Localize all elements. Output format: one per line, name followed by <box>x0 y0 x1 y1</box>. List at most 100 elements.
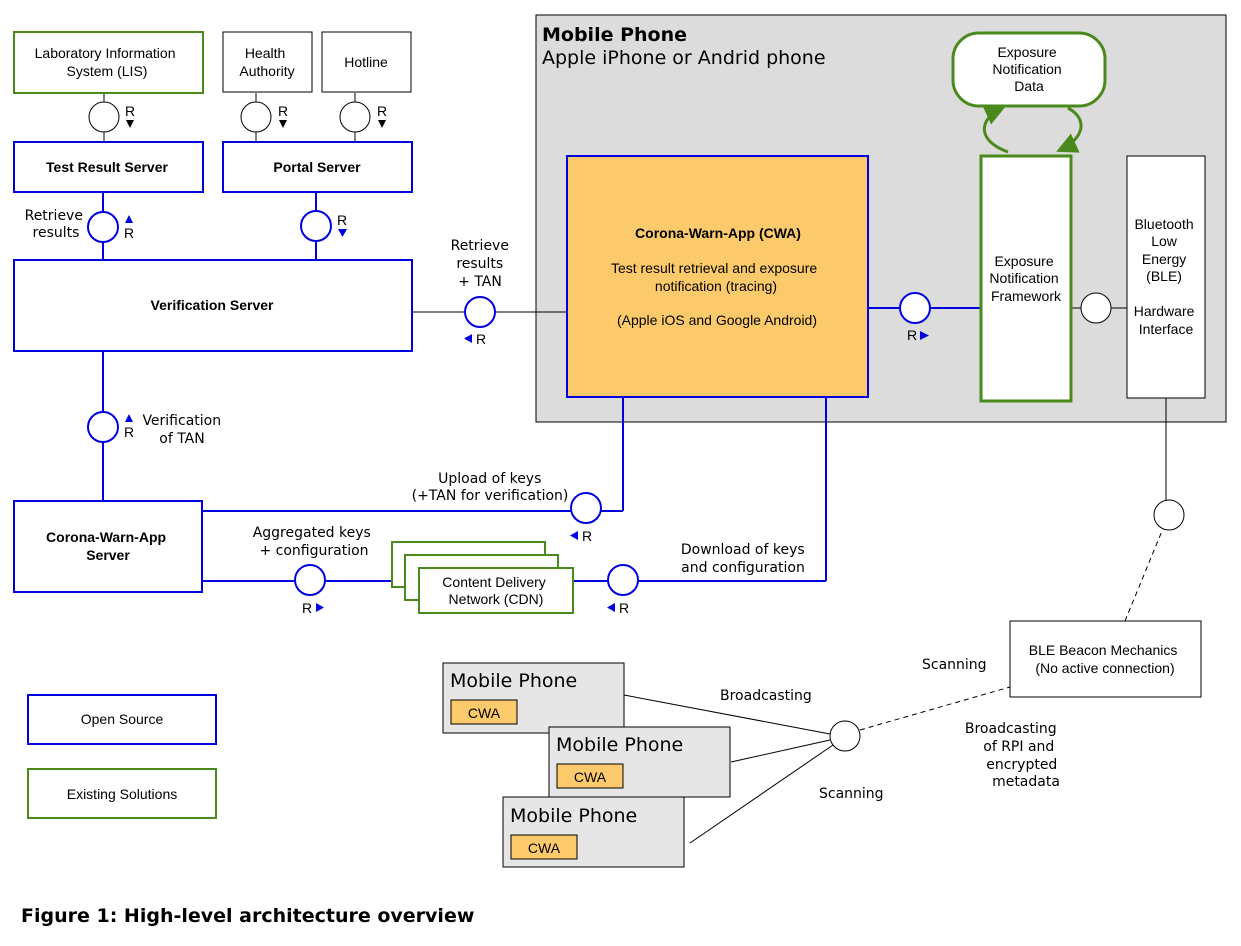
verification-tan-line2: of TAN <box>159 431 204 447</box>
interface-broadcast-hub <box>829 720 861 752</box>
portal-server-label: Portal Server <box>273 159 361 175</box>
svg-text:Retrieve results +: Retrieve results + TAN <box>451 238 514 290</box>
test-result-server-label: Test Result Server <box>46 159 168 175</box>
svg-text:Laboratory Information Sys: Laboratory Information System (LIS) <box>35 45 180 79</box>
download-line1: Download of keys <box>681 542 805 558</box>
interface-ble <box>1080 292 1112 324</box>
r-arrow-verification <box>125 414 133 422</box>
exposure-notification-framework-box <box>979 154 1073 403</box>
arrow-enf-to-data <box>982 105 1009 154</box>
lis-label-line2: System (LIS) <box>67 63 148 79</box>
aggregated-line2: + configuration <box>259 543 368 559</box>
interface-download <box>607 564 639 596</box>
broadcasting-rpi-line1: Broadcasting <box>965 721 1057 737</box>
svg-text:BLE Beacon Mechanics (No a: BLE Beacon Mechanics (No active connecti… <box>1029 642 1182 676</box>
en-data-line2: Notification <box>992 61 1061 77</box>
r-arrow-retrieve-tan <box>464 334 472 343</box>
upload-keys-line2: (+TAN for verification) <box>412 488 569 504</box>
mini-phone-1-title: Mobile Phone <box>450 670 577 692</box>
cwa-app-title: Corona-Warn-App (CWA) <box>635 225 801 241</box>
enf-line3: Framework <box>991 288 1062 304</box>
ble-line2: Low <box>1151 233 1178 249</box>
ble-beacon-line1: BLE Beacon Mechanics <box>1029 642 1178 658</box>
r-label-enf: R <box>907 327 917 343</box>
download-line2: and configuration <box>681 560 805 576</box>
r-arrow-download <box>607 603 615 612</box>
cdn-line1: Content Delivery <box>442 574 546 590</box>
cwa-server-line2: Server <box>86 547 130 563</box>
en-data-line1: Exposure <box>997 44 1056 60</box>
r-label-verification: R <box>124 424 134 440</box>
r-arrow-portal <box>338 229 347 237</box>
cdn-line2: Network (CDN) <box>449 591 544 607</box>
cwa-app-platforms: (Apple iOS and Google Android) <box>617 312 817 328</box>
interface-enf <box>899 292 931 324</box>
verification-tan-line1: Verification <box>142 413 221 429</box>
arrow-data-to-enf <box>1056 106 1083 153</box>
mini-phone-1: Mobile Phone CWA <box>442 662 625 734</box>
verification-server-box <box>13 259 413 352</box>
svg-text:Download of keys and con: Download of keys and configuration <box>681 542 809 576</box>
ble-beacon-line2: (No active connection) <box>1035 660 1174 676</box>
retrieve-results-line1: Retrieve <box>25 208 83 224</box>
scanning-right-label: Scanning <box>922 657 987 673</box>
retrieve-results-line2: results <box>33 225 80 241</box>
r-label-health: R <box>278 103 288 119</box>
interface-aggregated <box>294 564 326 596</box>
interface-retrieve-tan <box>464 296 496 328</box>
interface-beacon <box>1153 499 1185 531</box>
cwa-server-box <box>13 500 203 593</box>
legend-open-source-label: Open Source <box>81 711 164 727</box>
ble-beacon-box <box>1009 620 1202 698</box>
upload-keys-line1: Upload of keys <box>438 471 541 487</box>
mini-phone-3-cwa-label: CWA <box>528 840 561 856</box>
legend-existing-box <box>27 768 217 819</box>
svg-text:Health Authority: Health Authority <box>239 45 294 79</box>
interface-verification-tan <box>87 411 119 443</box>
r-arrow-upload <box>570 531 578 540</box>
enf-line2: Notification <box>989 270 1058 286</box>
svg-text:Retrieve results: Retrieve results <box>25 208 88 241</box>
legend-existing-label: Existing Solutions <box>67 786 178 802</box>
r-label-retrieve-tan: R <box>476 331 486 347</box>
mini-phone-2-cwa-label: CWA <box>574 769 607 785</box>
r-arrow-test-result <box>125 215 133 223</box>
cwa-app-desc-line2: notification (tracing) <box>655 278 777 294</box>
mini-phone-1-cwa-badge <box>450 699 518 725</box>
mini-phone-2-cwa-badge <box>556 763 624 789</box>
figure-caption: Figure 1: High-level architecture overvi… <box>21 905 474 927</box>
r-label-hotline: R <box>377 103 387 119</box>
r-label-lis: R <box>125 103 135 119</box>
aggregated-line1: Aggregated keys <box>253 525 371 541</box>
svg-text:Exposure Notification: Exposure Notification Framework <box>989 253 1062 304</box>
r-arrow-aggregated <box>316 603 324 612</box>
svg-text:Test result retrieval and expo: Test result retrieval and exposure notif… <box>611 260 821 294</box>
broadcasting-rpi-line3: encrypted <box>986 757 1057 773</box>
svg-text:Bluetooth Low Energy: Bluetooth Low Energy (BLE) Hardware Inte… <box>1134 216 1199 337</box>
broadcasting-rpi-line4: metadata <box>992 774 1060 790</box>
r-arrow-lis <box>126 120 134 128</box>
health-authority-line2: Authority <box>239 63 294 79</box>
mini-phone-3-cwa-badge <box>510 834 578 860</box>
r-label-upload: R <box>582 528 592 544</box>
ble-hardware-box <box>1126 155 1206 399</box>
interface-portal <box>300 210 332 242</box>
mini-phone-2-title: Mobile Phone <box>556 734 683 756</box>
svg-text:Aggregated keys + config: Aggregated keys + configuration <box>253 525 376 559</box>
cwa-app-box <box>566 155 869 398</box>
svg-text:Exposure Notification: Exposure Notification Data <box>992 44 1065 94</box>
lis-label-line1: Laboratory Information <box>35 45 176 61</box>
scanning-bottom-label: Scanning <box>819 786 884 802</box>
interface-lis <box>88 101 120 133</box>
health-authority-line1: Health <box>245 45 285 61</box>
ble-line1: Bluetooth <box>1134 216 1193 232</box>
svg-text:Upload of keys (+TAN for: Upload of keys (+TAN for verification) <box>412 471 569 504</box>
retrieve-tan-line1: Retrieve <box>451 238 509 254</box>
ble-line6: Hardware <box>1134 303 1195 319</box>
legend-open-source-box <box>27 694 217 745</box>
hotline-box <box>321 31 412 93</box>
cwa-app-desc-line1: Test result retrieval and exposure <box>611 260 817 276</box>
r-label-portal: R <box>337 212 347 228</box>
ble-line7: Interface <box>1139 321 1194 337</box>
ble-line3: Energy <box>1142 251 1186 267</box>
